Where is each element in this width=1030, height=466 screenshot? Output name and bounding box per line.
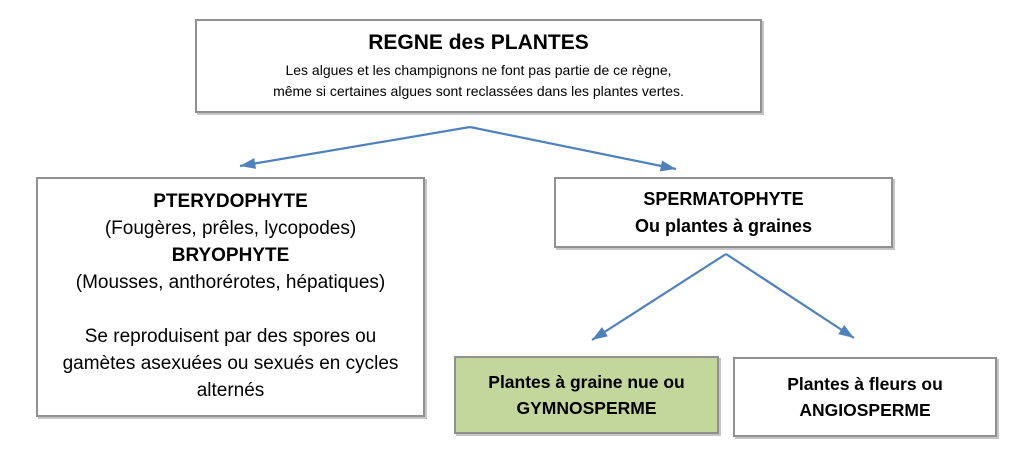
node-regne-des-plantes: REGNE des PLANTES Les algues et les cham… [195,19,762,113]
arrow-root-to-pterydophyte [239,125,471,169]
angiosperme-line1: Plantes à fleurs ou [787,373,943,394]
bryophyte-examples: (Mousses, anthorérotes, hépatiques) [75,272,386,294]
arrow-root-to-spermatophyte [469,125,677,172]
node-angiosperme: Plantes à fleurs ou ANGIOSPERME [733,357,997,437]
root-subtitle-line1: Les algues et les champignons ne font pa… [285,61,672,78]
spermatophyte-subheading: Ou plantes à graines [634,215,813,236]
root-subtitle-line2: même si certaines algues sont reclassées… [273,82,684,99]
reproduction-note: Se reproduisent par des spores ou gamète… [62,325,399,401]
node-spermatophyte: SPERMATOPHYTE Ou plantes à graines [554,177,893,248]
pterydophyte-heading: PTERYDOPHYTE [153,191,308,213]
angiosperme-line2: ANGIOSPERME [799,400,931,420]
arrow-spermatophyte-to-angiosperme [725,253,855,339]
bryophyte-heading: BRYOPHYTE [171,245,290,267]
node-pterydophyte-bryophyte: PTERYDOPHYTE (Fougères, prêles, lycopode… [36,177,425,417]
gymnosperme-line2: GYMNOSPERME [516,398,657,418]
node-gymnosperme: Plantes à graine nue ou GYMNOSPERME [454,356,719,434]
root-title: REGNE des PLANTES [368,30,589,54]
gymnosperme-line1: Plantes à graine nue ou [488,371,685,392]
pterydophyte-examples: (Fougères, prêles, lycopodes) [104,218,357,240]
arrow-spermatophyte-to-gymnosperme [591,253,727,341]
spermatophyte-heading: SPERMATOPHYTE [643,188,804,209]
